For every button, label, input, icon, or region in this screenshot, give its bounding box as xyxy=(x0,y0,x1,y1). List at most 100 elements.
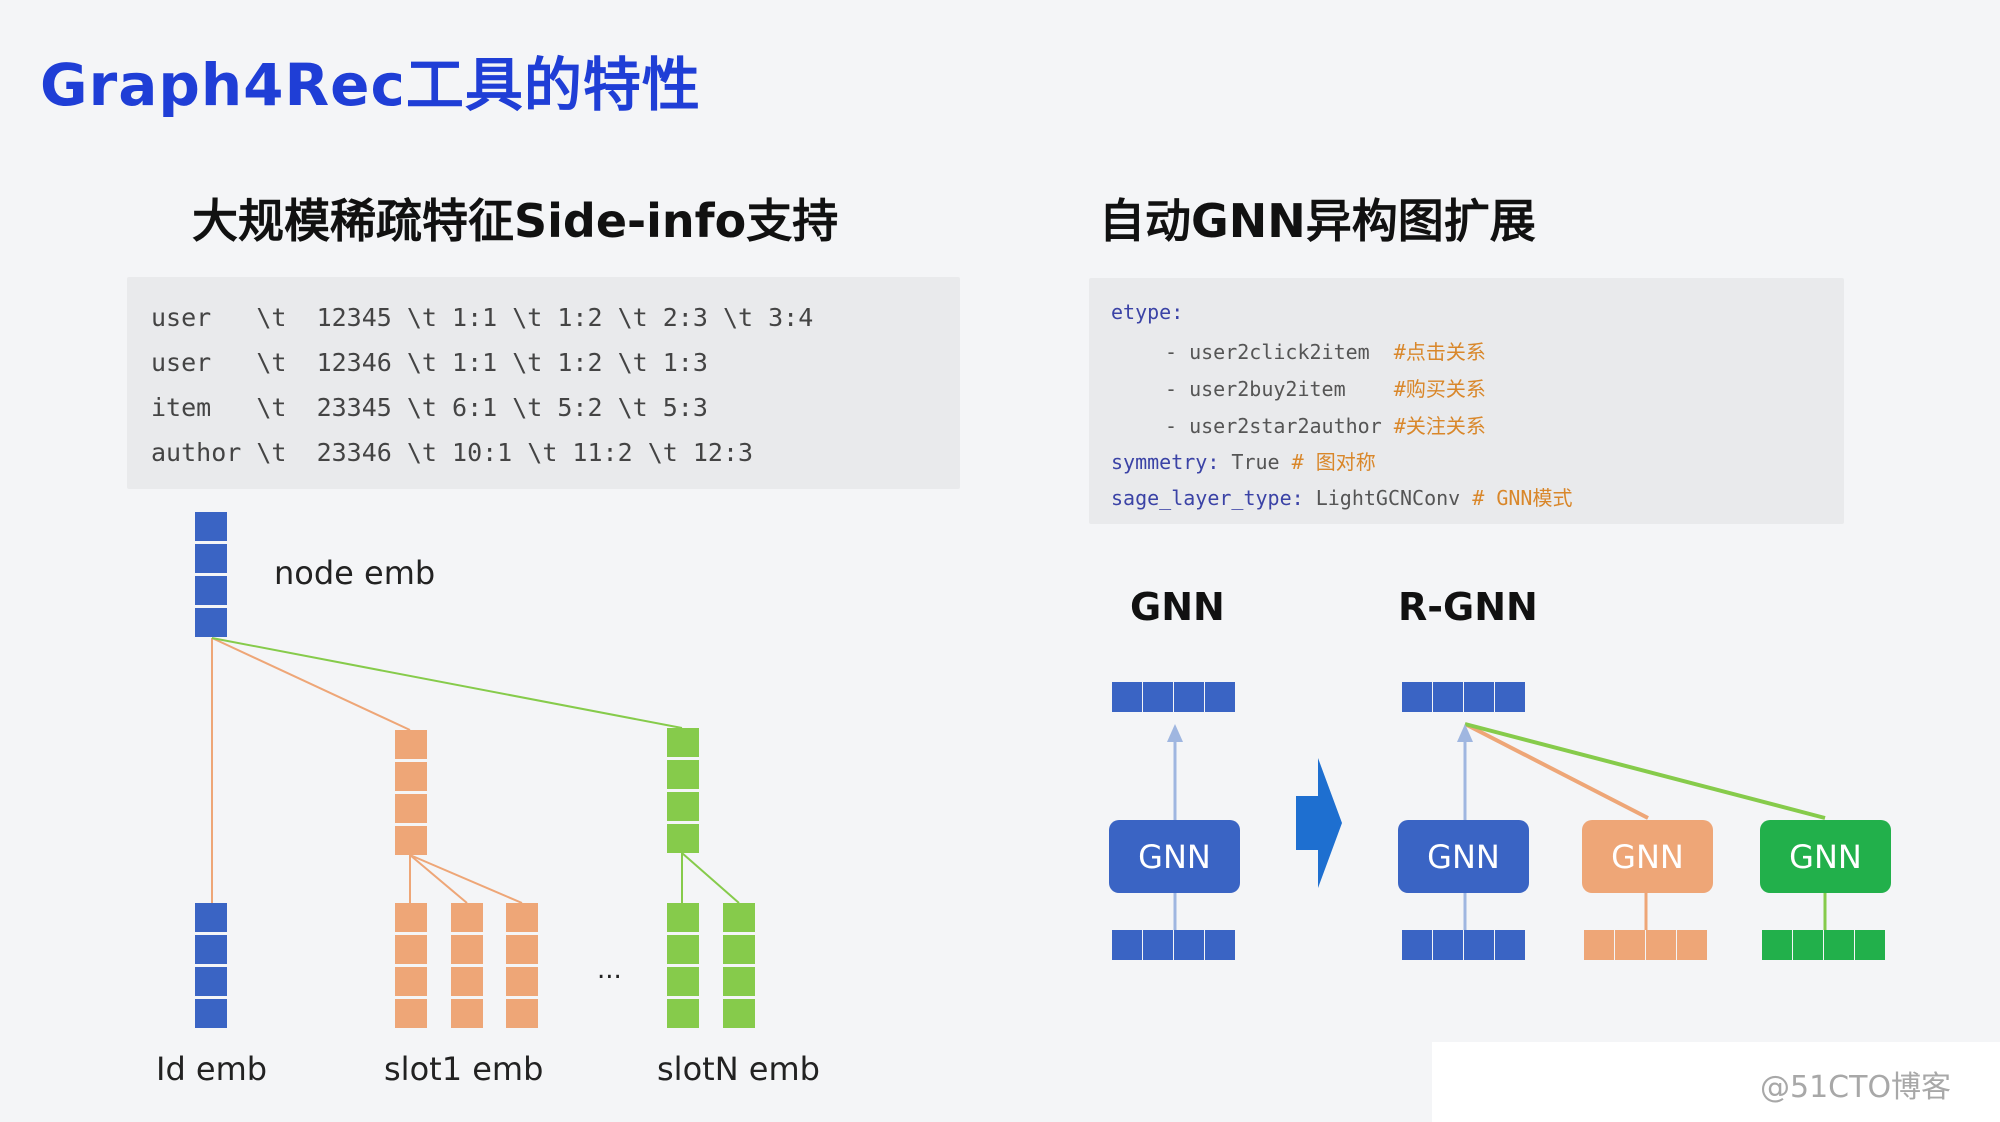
vector-cell xyxy=(506,999,538,1028)
rgnn-block-green: GNN xyxy=(1760,820,1891,893)
vector-cell xyxy=(195,935,227,964)
arrow-head xyxy=(1457,724,1473,742)
vector-cell xyxy=(667,760,699,789)
config-line-etype-item: - user2star2author #关注关系 xyxy=(1165,410,1486,439)
code-line: user \t 12345 \t 1:1 \t 1:2 \t 2:3 \t 3:… xyxy=(151,303,814,332)
vector-cell xyxy=(1174,930,1204,960)
vector-cell xyxy=(723,935,755,964)
vector-cell xyxy=(1793,930,1823,960)
rgnn-block-orange: GNN xyxy=(1582,820,1713,893)
vector-cell xyxy=(1495,682,1525,712)
vector-cell xyxy=(723,903,755,932)
vector-cell xyxy=(395,762,427,791)
vector-cell xyxy=(667,935,699,964)
config-line-sage: sage_layer_type: LightGCNConv # GNN模式 xyxy=(1111,482,1572,511)
vector-cell xyxy=(395,826,427,855)
vector-cell xyxy=(451,967,483,996)
config-comment: #购买关系 xyxy=(1393,377,1486,401)
vector-cell xyxy=(1143,930,1173,960)
config-line-etype-item: - user2click2item #点击关系 xyxy=(1165,336,1486,365)
vector-cell xyxy=(451,903,483,932)
config-comment: # 图对称 xyxy=(1291,450,1376,474)
vector-cell xyxy=(451,935,483,964)
config-key: etype: xyxy=(1111,300,1184,324)
arrow-head xyxy=(1167,724,1183,742)
vector-cell xyxy=(506,967,538,996)
rgnn-column xyxy=(1402,682,1885,960)
hetero-graph-heading: 自动GNN异构图扩展 xyxy=(1099,194,1536,248)
vector-cell xyxy=(1824,930,1854,960)
vector-cell xyxy=(195,544,227,573)
config-key: symmetry: xyxy=(1111,450,1220,474)
vector-cell xyxy=(195,576,227,605)
node-emb-label: node emb xyxy=(274,554,436,592)
config-value: - user2buy2item xyxy=(1165,377,1394,401)
vector-cell xyxy=(667,792,699,821)
config-comment: #点击关系 xyxy=(1393,340,1486,364)
vector-cell xyxy=(667,903,699,932)
id-emb-vector xyxy=(195,903,227,1028)
vector-cell xyxy=(195,999,227,1028)
vector-cell xyxy=(506,935,538,964)
code-line: item \t 23345 \t 6:1 \t 5:2 \t 5:3 xyxy=(151,393,708,422)
vector-cell xyxy=(1433,682,1463,712)
node-emb-vector xyxy=(195,512,227,637)
vector-cell xyxy=(1433,930,1463,960)
vector-cell xyxy=(1677,930,1707,960)
flow-line xyxy=(1464,722,1826,820)
config-line-etype: etype: xyxy=(1111,300,1183,324)
connector-line xyxy=(211,637,683,729)
vector-cell xyxy=(195,967,227,996)
vector-cell xyxy=(1464,930,1494,960)
vector-cell xyxy=(1615,930,1645,960)
gnn-column xyxy=(1112,682,1235,960)
config-line-symmetry: symmetry: True # 图对称 xyxy=(1111,446,1376,475)
vector-cell xyxy=(667,728,699,757)
vector-cell xyxy=(1112,682,1142,712)
vector-cell xyxy=(667,967,699,996)
ellipsis: ... xyxy=(597,955,622,985)
embedding-connectors xyxy=(211,637,740,904)
vector-cell xyxy=(1143,682,1173,712)
vector-cell xyxy=(1584,930,1614,960)
vector-cell xyxy=(1646,930,1676,960)
connector-line xyxy=(409,854,468,904)
vector-cell xyxy=(395,903,427,932)
slot1-aggregate-vector xyxy=(395,730,427,855)
vector-cell xyxy=(1205,682,1235,712)
vector-cell xyxy=(1464,682,1494,712)
watermark: @51CTO博客 xyxy=(1760,1070,1952,1105)
code-line: user \t 12346 \t 1:1 \t 1:2 \t 1:3 xyxy=(151,348,708,377)
vector-cell xyxy=(723,999,755,1028)
vector-cell xyxy=(1762,930,1792,960)
vector-cell xyxy=(195,903,227,932)
vector-cell xyxy=(723,967,755,996)
config-value: - user2star2author xyxy=(1165,414,1394,438)
vector-cell xyxy=(395,935,427,964)
slotn-aggregate-vector xyxy=(667,728,699,853)
connector-line xyxy=(211,637,411,731)
slotn-emb-label: slotN emb xyxy=(657,1050,820,1088)
config-value: True xyxy=(1219,450,1292,474)
gnn-block: GNN xyxy=(1109,820,1240,893)
connector-line xyxy=(409,854,523,904)
vector-cell xyxy=(1855,930,1885,960)
rgnn-heading: R-GNN xyxy=(1398,585,1538,629)
side-info-heading: 大规模稀疏特征Side-info支持 xyxy=(192,194,839,248)
code-line: author \t 23346 \t 10:1 \t 11:2 \t 12:3 xyxy=(151,438,754,467)
slot1-emb-label: slot1 emb xyxy=(384,1050,544,1088)
vector-cell xyxy=(451,999,483,1028)
config-value: - user2click2item xyxy=(1165,340,1394,364)
slot1-emb-vectors xyxy=(395,903,538,1028)
vector-cell xyxy=(395,730,427,759)
id-emb-label: Id emb xyxy=(156,1050,268,1088)
sample-data-code-block: user \t 12345 \t 1:1 \t 1:2 \t 2:3 \t 3:… xyxy=(127,277,960,489)
vector-cell xyxy=(1174,682,1204,712)
vector-cell xyxy=(195,512,227,541)
flow-line xyxy=(1464,722,1649,820)
vector-cell xyxy=(667,999,699,1028)
vector-cell xyxy=(1112,930,1142,960)
gnn-heading: GNN xyxy=(1130,585,1225,629)
vector-cell xyxy=(1402,930,1432,960)
